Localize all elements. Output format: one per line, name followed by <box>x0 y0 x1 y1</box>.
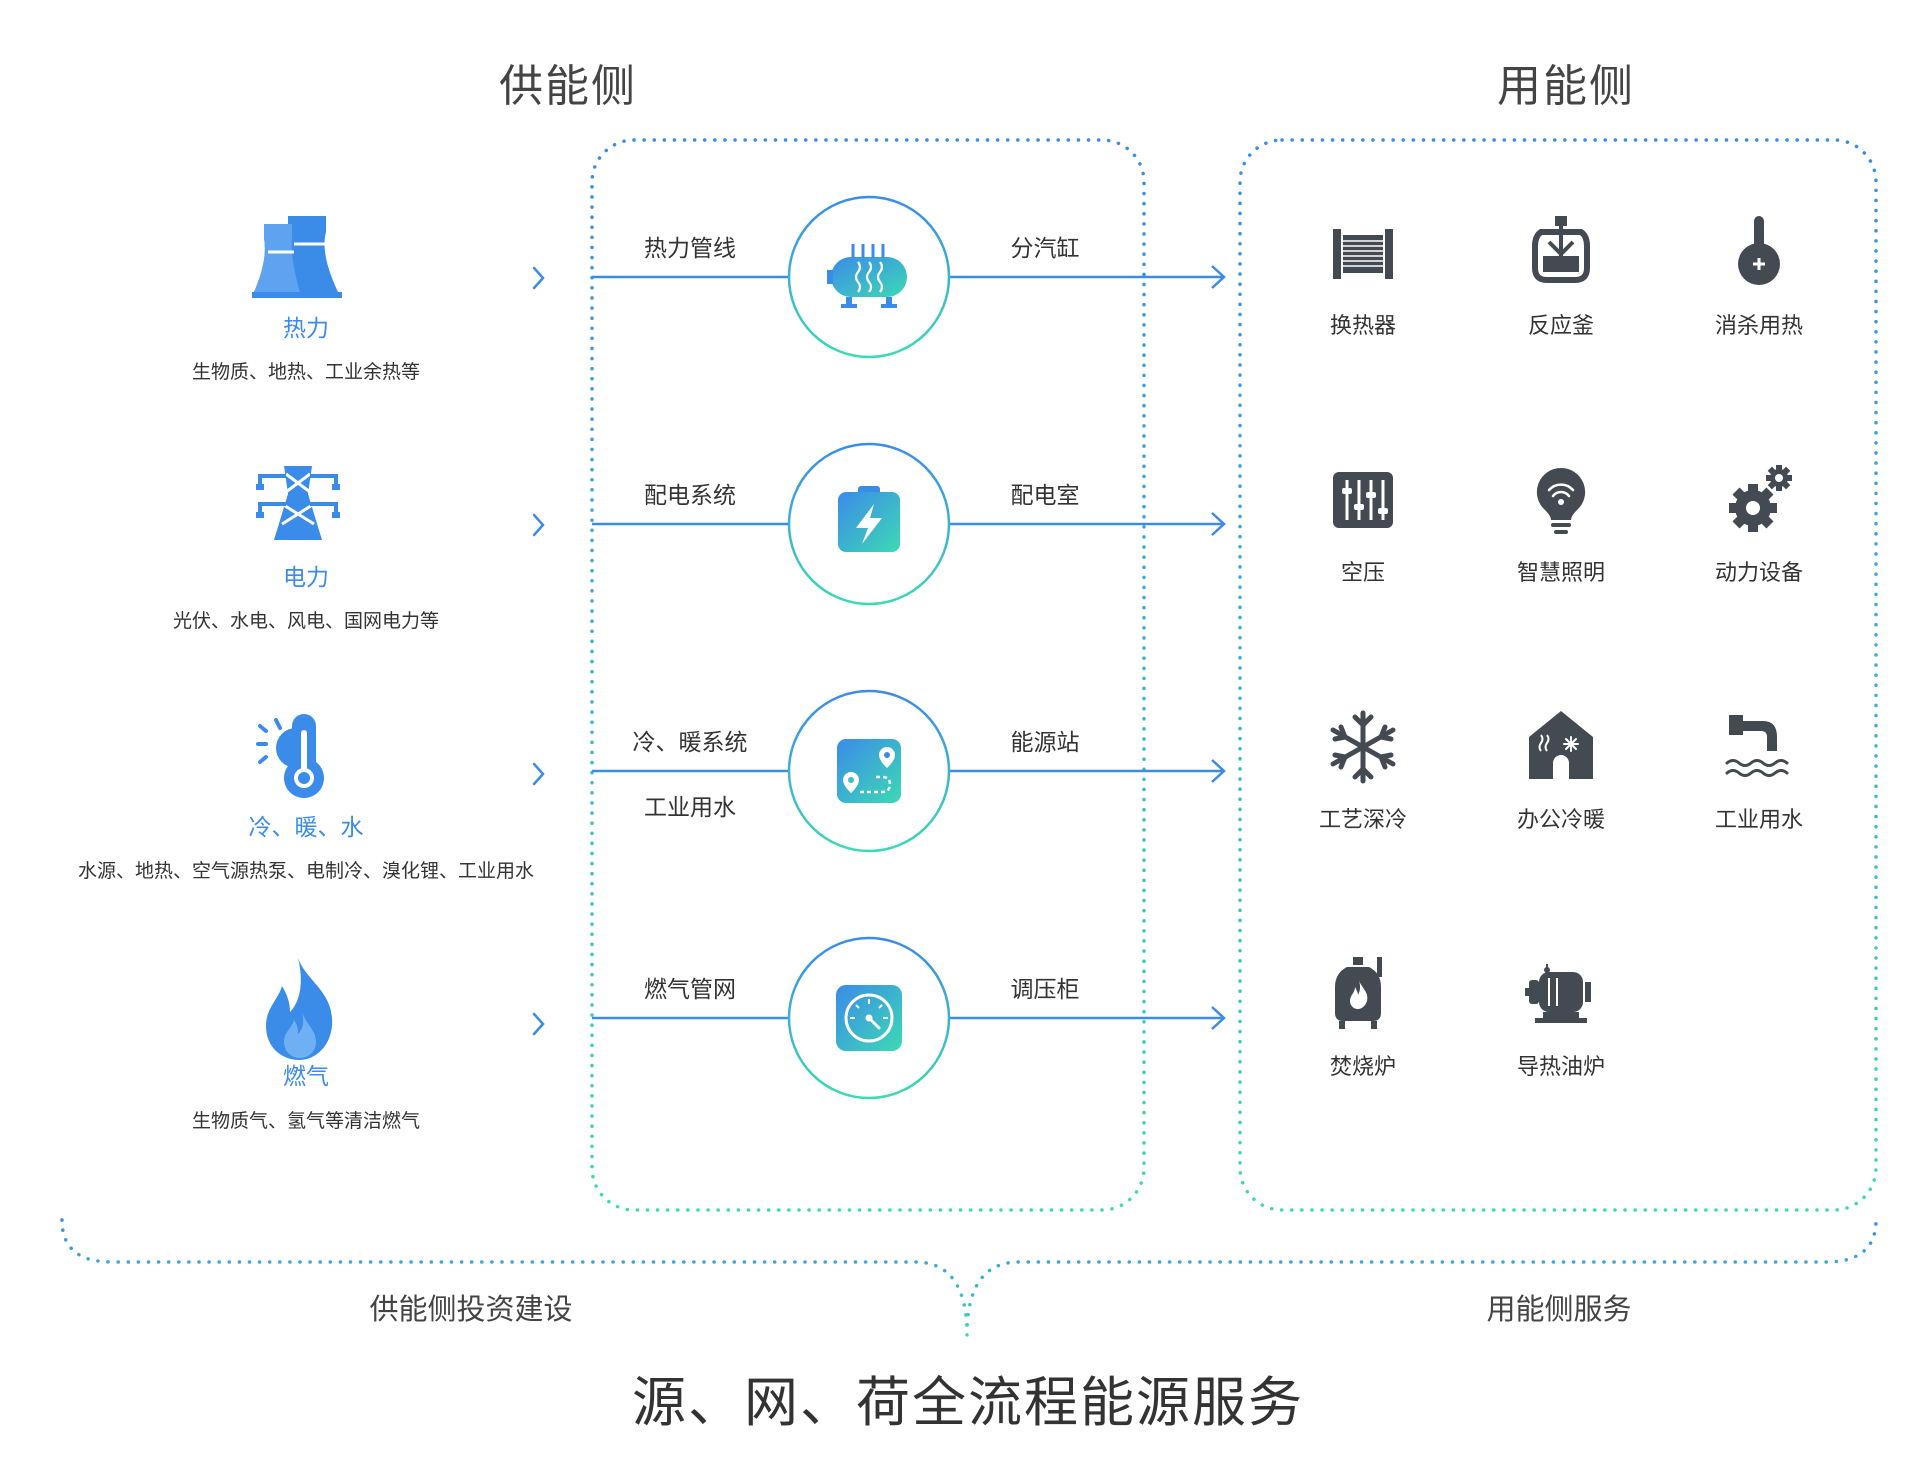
source-chevron-2 <box>532 513 545 537</box>
thermometer-sun-icon <box>256 714 324 798</box>
source-name-heat: 热力 <box>283 316 329 342</box>
steam-cylinder-icon <box>827 244 907 308</box>
source-name-cooling-heating-water: 冷、暖、水 <box>248 815 364 841</box>
use-label-oil-boiler: 导热油炉 <box>1516 1055 1606 1080</box>
cooling-tower-icon <box>252 216 342 298</box>
use-label-reactor: 反应釜 <box>1527 314 1595 339</box>
use-label-disinfection-heat: 消杀用热 <box>1714 314 1804 339</box>
use-label-incinerator: 焚烧炉 <box>1329 1055 1397 1080</box>
flow-left-label-4: 燃气管网 <box>644 977 736 1003</box>
flow-left-label-1: 热力管线 <box>644 236 736 262</box>
use-label-industrial-water: 工业用水 <box>1714 808 1804 833</box>
demand-service-label: 用能侧服务 <box>1486 1292 1632 1326</box>
flow-right-label-3: 能源站 <box>1010 730 1080 756</box>
flow-arrow-3 <box>1211 759 1226 783</box>
use-label-power-equipment: 动力设备 <box>1714 561 1804 586</box>
source-name-power: 电力 <box>283 565 329 591</box>
source-desc-power: 光伏、水电、风电、国网电力等 <box>172 610 440 632</box>
flow-right-label-4: 调压柜 <box>1010 977 1080 1003</box>
house-climate-icon <box>1529 711 1593 779</box>
source-name-gas: 燃气 <box>283 1064 329 1090</box>
water-pipe-icon <box>1725 715 1789 777</box>
oil-boiler-icon <box>1525 964 1591 1023</box>
flow-left-label-2: 配电系统 <box>644 483 736 509</box>
source-desc-cooling-heating-water: 水源、地热、空气源热泵、电制冷、溴化锂、工业用水 <box>77 860 535 882</box>
source-desc-gas: 生物质气、氢气等清洁燃气 <box>191 1110 421 1132</box>
demand-box <box>1238 138 1878 1212</box>
use-label-deep-cooling: 工艺深冷 <box>1318 808 1408 833</box>
flow-arrow-4 <box>1211 1006 1226 1030</box>
reactor-icon <box>1532 216 1590 283</box>
use-label-smart-lighting: 智慧照明 <box>1516 561 1606 586</box>
source-chevron-1 <box>532 266 545 290</box>
source-chevron-3 <box>532 762 545 786</box>
demand-side-heading: 用能侧 <box>1497 61 1635 112</box>
power-tower-icon <box>256 466 340 540</box>
use-label-office-hvac: 办公冷暖 <box>1516 808 1606 833</box>
supply-investment-label: 供能侧投资建设 <box>369 1292 573 1326</box>
main-title: 源、网、荷全流程能源服务 <box>632 1371 1304 1434</box>
flow-left-label-3: 冷、暖系统 <box>632 730 748 756</box>
incinerator-icon <box>1335 957 1382 1029</box>
equalizer-icon <box>1333 472 1393 528</box>
map-pin-icon <box>837 739 901 803</box>
flow-left-label-3b: 工业用水 <box>644 795 736 821</box>
smart-bulb-icon <box>1536 467 1586 534</box>
flow-right-label-1: 分汽缸 <box>1010 236 1080 262</box>
supply-side-heading: 供能侧 <box>499 61 637 112</box>
flow-right-label-2: 配电室 <box>1010 483 1080 509</box>
snowflake-icon <box>1330 710 1396 784</box>
pressure-gauge-icon <box>836 985 902 1051</box>
use-label-air-compression: 空压 <box>1340 561 1386 586</box>
use-label-heat-exchanger: 换热器 <box>1329 314 1397 339</box>
source-chevron-4 <box>532 1012 545 1036</box>
thermometer-icon <box>1738 216 1780 285</box>
flow-arrow-2 <box>1211 512 1226 536</box>
flow-arrow-1 <box>1211 265 1226 289</box>
battery-bolt-icon <box>838 486 900 552</box>
source-desc-heat: 生物质、地热、工业余热等 <box>191 361 421 383</box>
gears-icon <box>1729 465 1792 532</box>
flame-icon <box>266 958 333 1060</box>
supply-network-box <box>590 138 1146 1212</box>
heat-exchanger-icon <box>1333 229 1393 279</box>
bottom-brace <box>60 1218 1878 1336</box>
